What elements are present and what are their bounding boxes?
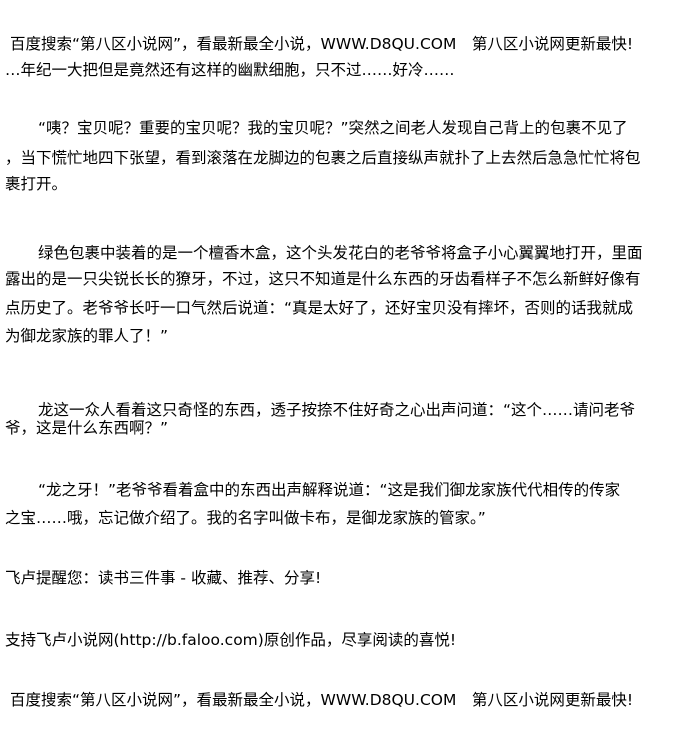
paragraph-line: 点历史了。老爷爷长吁一口气然后说道：“真是太好了，还好宝贝没有摔坏，否则的话我就… <box>5 299 634 317</box>
paragraph-line: 绿色包裹中装着的是一个檀香木盒，这个头发花白的老爷爷将盒子小心翼翼地打开，里面 <box>38 244 643 262</box>
reminder-text: 飞卢提醒您：读书三件事 - 收藏、推荐、分享! <box>5 569 322 587</box>
paragraph-line: ，当下慌忙地四下张望，看到滚落在龙脚边的包裹之后直接纵声就扑了上去然后急急忙忙将… <box>5 149 641 167</box>
header-ad-text: 百度搜索“第八区小说网”，看最新最全小说，WWW.D8QU.COM 第八区小说网… <box>10 35 634 53</box>
footer-ad-text: 百度搜索“第八区小说网”，看最新最全小说，WWW.D8QU.COM 第八区小说网… <box>10 691 634 709</box>
paragraph-line: “咦？宝贝呢？重要的宝贝呢？我的宝贝呢？”突然之间老人发现自己背上的包裹不见了 <box>38 119 628 137</box>
paragraph-line: “龙之牙！”老爷爷看着盒中的东西出声解释说道：“这是我们御龙家族代代相传的传家 <box>38 481 621 499</box>
paragraph-line: 之宝……哦，忘记做介绍了。我的名字叫做卡布，是御龙家族的管家。” <box>5 509 486 527</box>
paragraph-line: 爷，这是什么东西啊？” <box>5 419 169 437</box>
paragraph-line: 龙这一众人看着这只奇怪的东西，透子按捺不住好奇之心出声问道：“这个……请问老爷 <box>38 401 636 419</box>
paragraph-line: 露出的是一只尖锐长长的獠牙，不过，这只不知道是什么东西的牙齿看样子不怎么新鲜好像… <box>5 270 641 288</box>
paragraph-line: 裹打开。 <box>5 175 68 193</box>
support-text: 支持飞卢小说网(http://b.faloo.com)原创作品，尽享阅读的喜悦! <box>5 631 457 649</box>
intro-line: …年纪一大把但是竟然还有这样的幽默细胞，只不过……好冷…… <box>5 61 455 79</box>
paragraph-line: 为御龙家族的罪人了！” <box>5 327 169 345</box>
